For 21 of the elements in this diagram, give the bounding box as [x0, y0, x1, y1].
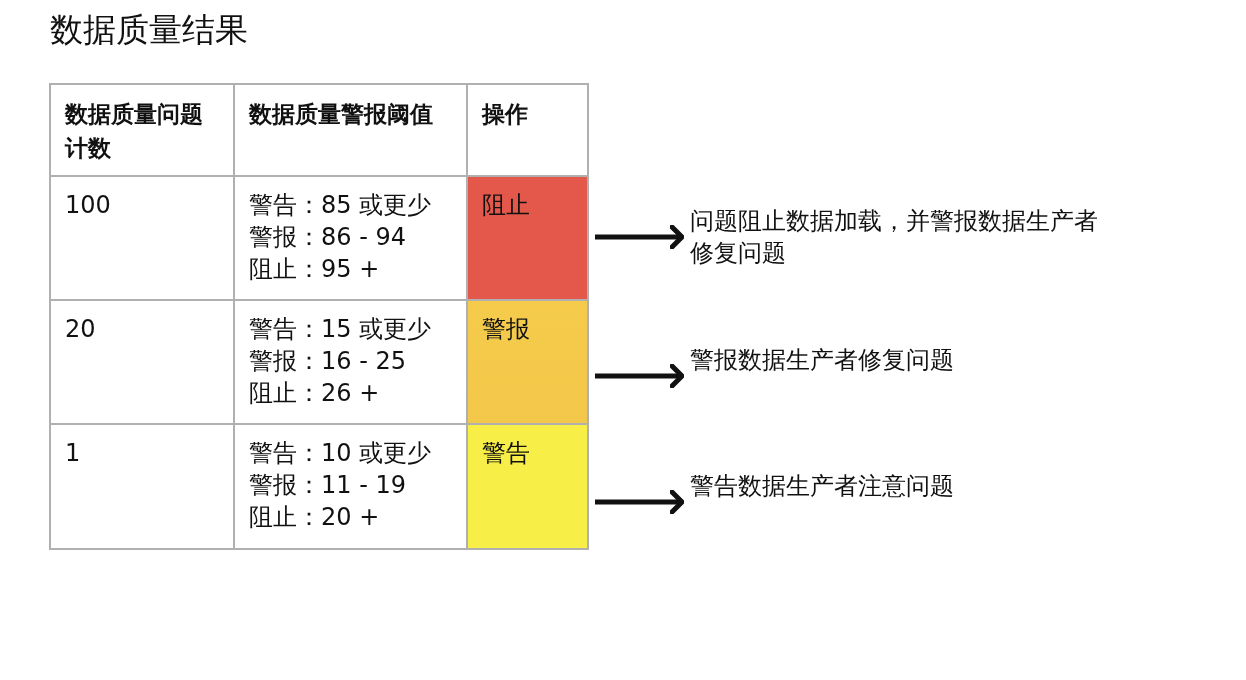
- arrow: [595, 489, 685, 515]
- threshold-text: 阻止：26 +: [249, 378, 381, 409]
- result-text: 警告数据生产者注意问题: [682, 470, 1112, 502]
- arrow: [595, 224, 685, 250]
- action-cell: 阻止: [466, 175, 589, 301]
- threshold-text: 警告：10 或更少: [249, 438, 433, 469]
- threshold-text: 阻止：95 +: [249, 254, 381, 285]
- threshold-text: 警报：11 - 19: [249, 470, 407, 501]
- title: 数据质量结果: [50, 9, 248, 51]
- action-cell: 警告: [466, 423, 589, 550]
- threshold-text: 警告：85 或更少: [249, 190, 433, 221]
- threshold-text: 阻止：20 +: [249, 502, 381, 533]
- result-text: 警报数据生产者修复问题: [682, 344, 1112, 376]
- table-cell: 1: [49, 423, 235, 550]
- threshold-text: 警报：86 - 94: [249, 222, 407, 253]
- threshold-text: 警报：16 - 25: [249, 346, 407, 377]
- header-cell: 数据质量问题计数: [49, 83, 235, 177]
- action-cell: 警报: [466, 299, 589, 425]
- threshold-text: 警告：15 或更少: [249, 314, 433, 345]
- result-text: 问题阻止数据加载，并警报数据生产者修复问题: [682, 205, 1112, 269]
- arrow: [595, 363, 685, 389]
